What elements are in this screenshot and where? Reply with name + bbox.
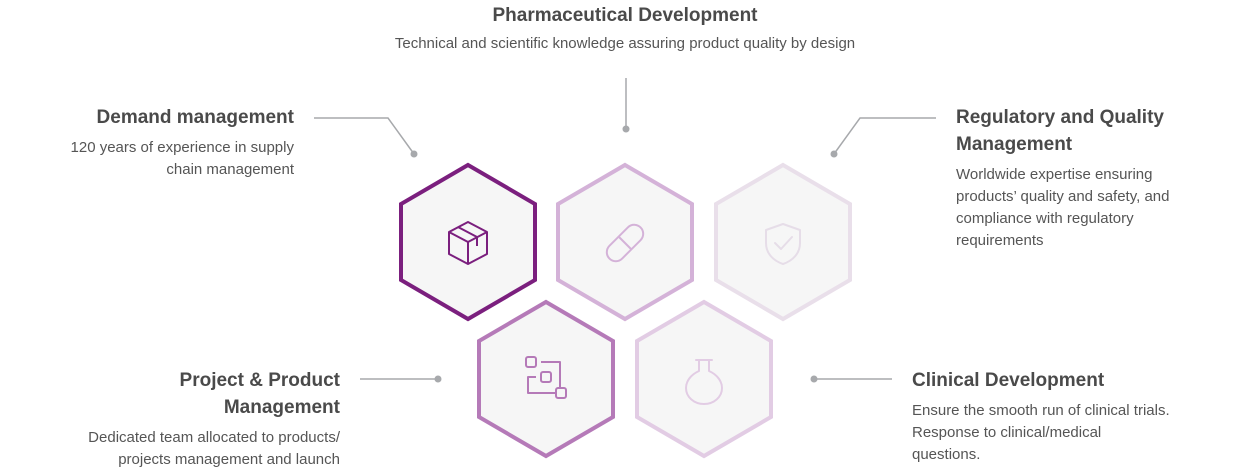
pharmaceutical-development-block: Pharmaceutical Development Technical and… <box>300 2 950 55</box>
project-product-description-line: projects management and launch <box>118 451 340 468</box>
project-product-description: Dedicated team allocated to products/ pr… <box>30 427 340 471</box>
project-product-title: Project & Product Management <box>30 367 340 421</box>
hexagon-project[interactable] <box>477 299 615 459</box>
connector-dot-clinical <box>810 375 818 383</box>
clinical-development-description: Ensure the smooth run of clinical trials… <box>912 400 1232 466</box>
clinical-development-title: Clinical Development <box>912 370 1105 391</box>
regulatory-quality-description-line: Worldwide expertise ensuring <box>956 166 1153 183</box>
connector-dot-pharmaceutical <box>622 125 630 133</box>
connector-dot-regulatory <box>830 150 838 158</box>
project-product-block: Project & Product Management Dedicated t… <box>30 367 340 471</box>
regulatory-quality-description-line: compliance with regulatory <box>956 210 1134 227</box>
connector-regulatory <box>833 117 936 155</box>
regulatory-quality-title-line: Regulatory and Quality <box>956 107 1164 128</box>
clinical-development-block: Clinical Development Ensure the smooth r… <box>912 367 1232 466</box>
demand-management-title: Demand management <box>96 107 294 128</box>
project-product-description-line: Dedicated team allocated to products/ <box>88 429 340 446</box>
regulatory-quality-description-line: requirements <box>956 232 1044 249</box>
flask-icon <box>685 359 723 405</box>
connector-dot-project <box>434 375 442 383</box>
connector-demand <box>314 117 415 155</box>
clinical-development-description-line: Ensure the smooth run of clinical trials… <box>912 402 1170 419</box>
connector-dot-demand <box>410 150 418 158</box>
regulatory-quality-description-line: products’ quality and safety, and <box>956 188 1170 205</box>
clinical-development-description-line: questions. <box>912 446 981 463</box>
regulatory-quality-description: Worldwide expertise ensuring products’ q… <box>956 164 1218 252</box>
demand-management-description-line: 120 years of experience in supply <box>70 139 294 156</box>
regulatory-quality-title-line: Management <box>956 134 1073 155</box>
pharmaceutical-development-description: Technical and scientific knowledge assur… <box>394 35 856 52</box>
hexagon-clinical[interactable] <box>635 299 773 459</box>
shield-check-icon <box>765 223 801 265</box>
project-product-title-line: Project & Product <box>179 370 340 391</box>
clinical-development-description-line: Response to clinical/medical <box>912 424 1102 441</box>
demand-management-description: 120 years of experience in supply chain … <box>30 137 294 181</box>
regulatory-quality-block: Regulatory and Quality Management Worldw… <box>956 104 1218 252</box>
workflow-icon <box>525 356 567 399</box>
demand-management-block: Demand management 120 years of experienc… <box>30 104 294 181</box>
hexagon-regulatory[interactable] <box>714 162 852 322</box>
pharmaceutical-development-title: Pharmaceutical Development <box>492 5 758 26</box>
regulatory-quality-title: Regulatory and Quality Management <box>956 104 1218 158</box>
project-product-title-line: Management <box>223 397 340 418</box>
capsule-icon <box>605 223 645 263</box>
demand-management-description-line: chain management <box>166 161 294 178</box>
box-icon <box>448 221 488 265</box>
